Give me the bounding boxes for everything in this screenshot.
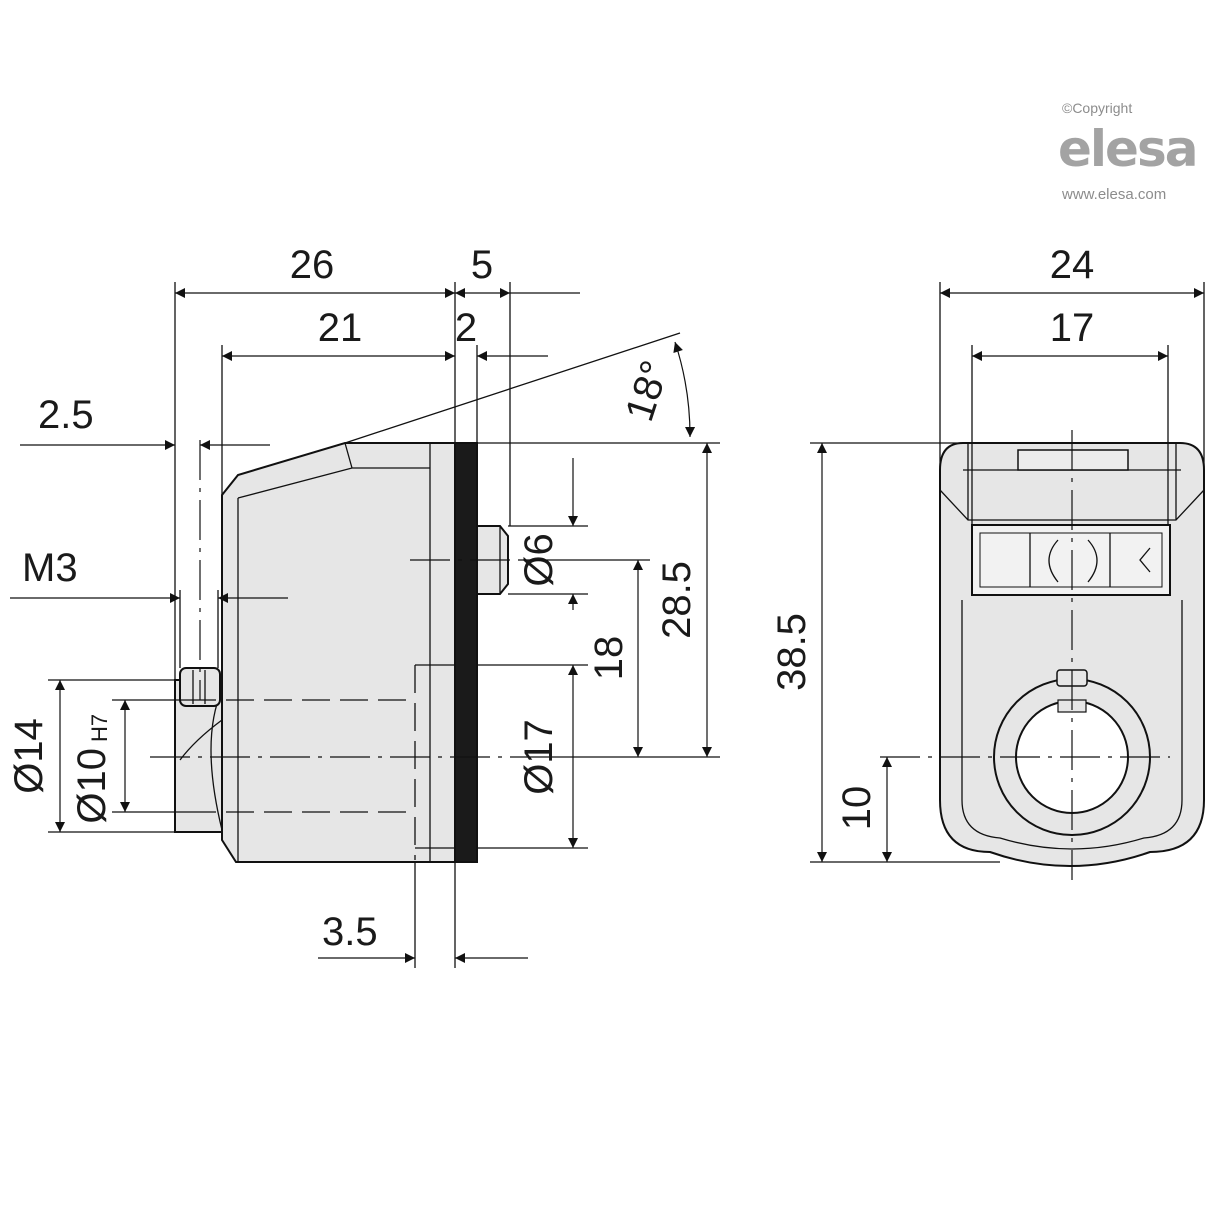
dim-label-o10: Ø10 [70,748,114,824]
dim-label-o17: Ø17 [517,719,561,795]
front-window-digit [1048,539,1098,583]
side-body-shape [221,442,456,863]
side-top-bevel [237,442,430,499]
brand-block: ©Copyright elesa www.elesa.com [1058,100,1198,203]
dim-label-28-5: 28.5 [655,561,699,639]
side-view [150,440,520,863]
front-lower-bevel [961,600,1183,850]
dim-label-3-5: 3.5 [322,910,378,954]
angle-ref-line [344,332,681,444]
front-top-slot [1017,449,1129,471]
front-view [880,430,1205,880]
dim-label-18: 18 [587,636,631,681]
dim-label-angle: 18° [617,355,678,426]
dim-label-m3: M3 [22,546,78,590]
dim-label-24: 24 [1050,243,1095,287]
website-url: www.elesa.com [1061,186,1166,203]
dim-label-2: 2 [455,306,477,350]
dim-label-17-front: 17 [1050,306,1095,350]
dim-label-10: 10 [835,786,879,831]
front-window-arrow [1139,547,1151,573]
elesa-logo: elesa [1058,120,1196,178]
front-window [971,524,1171,596]
front-dimensions: 24 17 38.5 10 [770,243,1205,863]
side-front-band [454,442,478,863]
copyright-text: ©Copyright [1062,100,1132,116]
dim-label-h7: H7 [87,714,112,742]
dim-label-o14: Ø14 [7,718,51,794]
front-window-inner [979,532,1163,588]
dim-label-21: 21 [318,306,363,350]
dim-label-2-5: 2.5 [38,393,94,437]
dim-label-5: 5 [471,243,493,287]
dim-label-38-5: 38.5 [770,613,814,691]
angle-arc [673,341,696,438]
dim-label-26: 26 [290,243,335,287]
